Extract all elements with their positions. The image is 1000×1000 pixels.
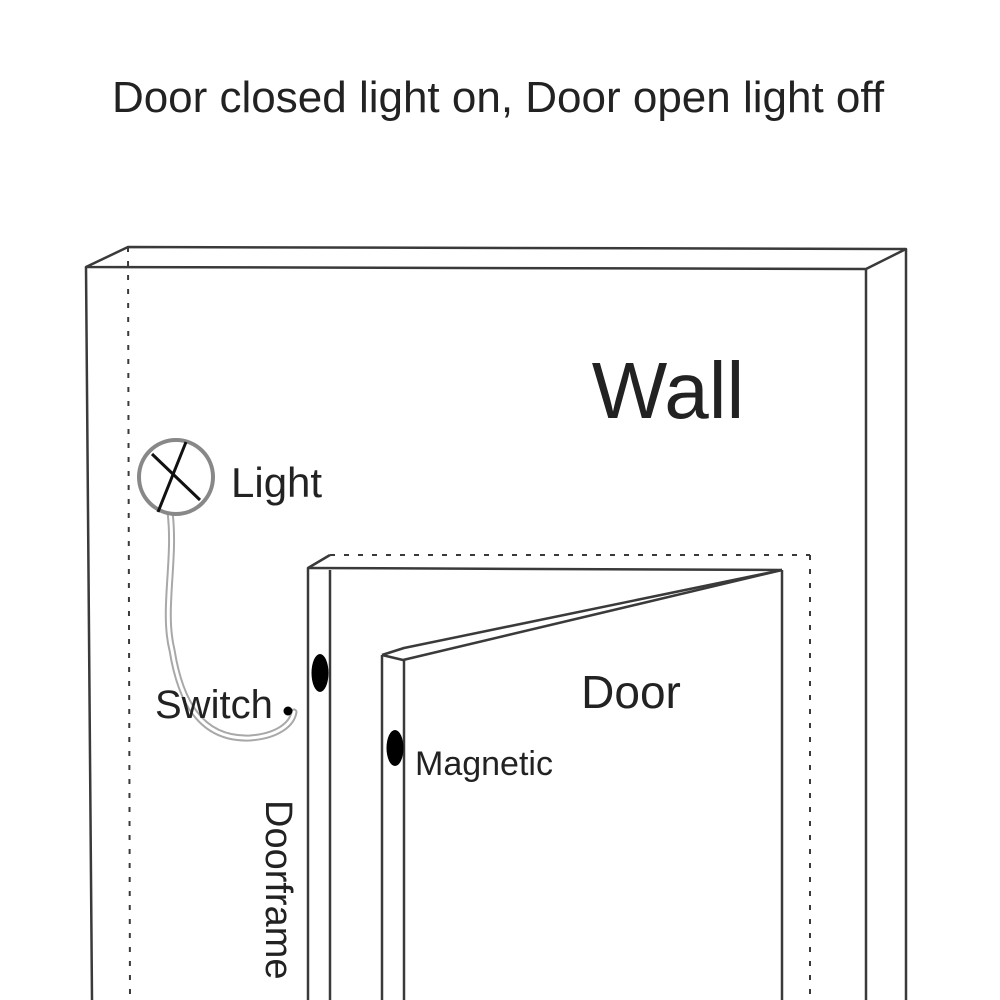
doorframe (306, 553, 784, 1000)
lamp-symbol-icon (137, 438, 215, 516)
diagram-title: Door closed light on, Door open light of… (112, 73, 885, 122)
magnet-icon (386, 730, 404, 766)
door-opening-hidden-edges (330, 554, 811, 1000)
doorframe-label: Doorframe (257, 800, 299, 980)
switch-cable-end (283, 706, 293, 716)
light-label: Light (231, 459, 322, 506)
reed-switch-icon (311, 654, 329, 692)
wall-label: Wall (592, 346, 745, 435)
door-leaf (380, 568, 783, 1000)
wall-panel (84, 245, 908, 1000)
wall-hidden-edge (127, 246, 131, 1000)
switch-label: Switch (155, 683, 273, 727)
magnetic-label: Magnetic (415, 745, 553, 783)
light-switch-cable-core (166, 510, 296, 740)
door-label: Door (581, 666, 681, 718)
